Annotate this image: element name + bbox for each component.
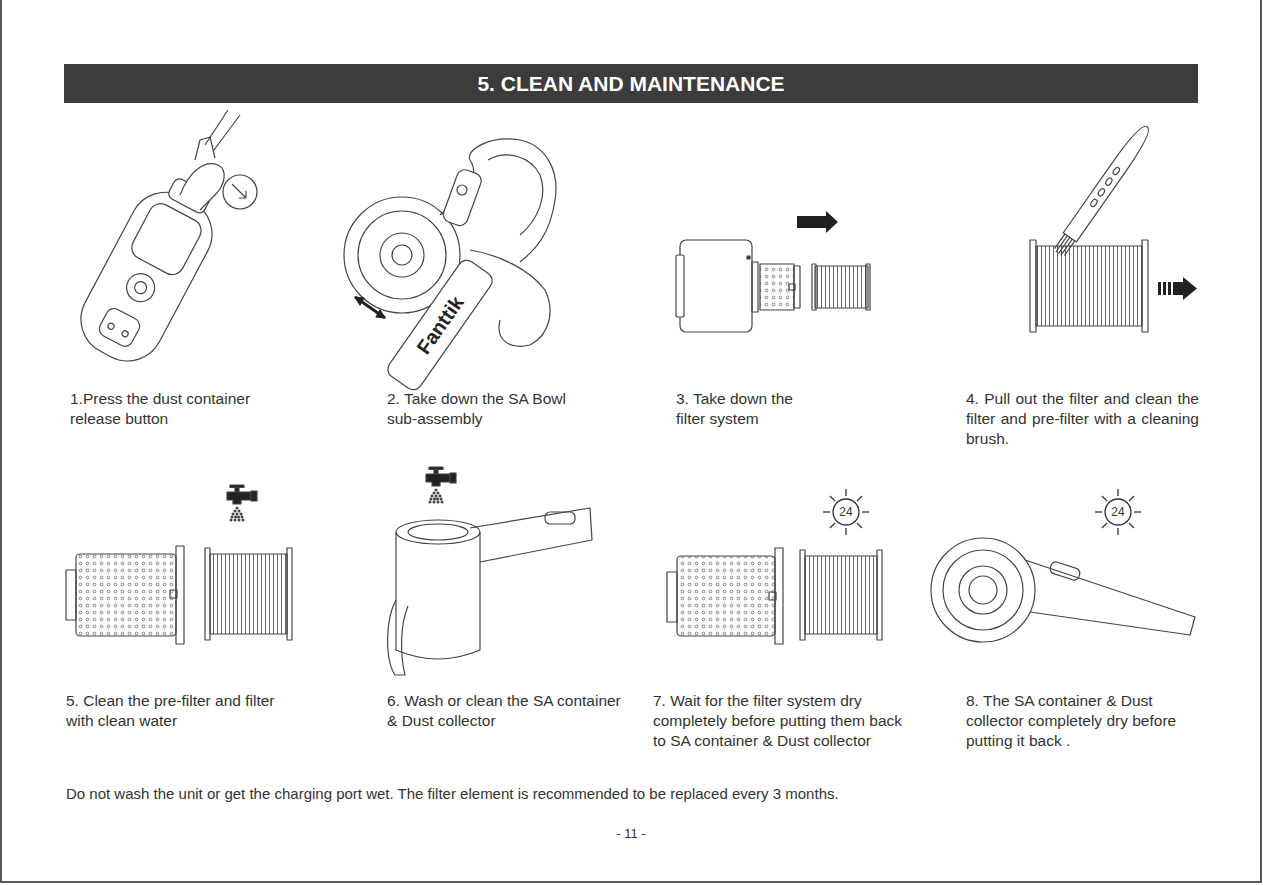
step-caption: 4. Pull out the filter and clean the fil… bbox=[966, 389, 1199, 449]
timer-number: 24 bbox=[832, 505, 860, 519]
step-caption: 6. Wash or clean the SA container & Dust… bbox=[387, 691, 632, 731]
title-bar: 5. CLEAN AND MAINTENANCE bbox=[64, 64, 1198, 103]
step-caption: 8. The SA container & Dust collector com… bbox=[966, 691, 1206, 751]
page-number: - 11 - bbox=[581, 826, 681, 843]
section-title: 5. CLEAN AND MAINTENANCE bbox=[477, 72, 784, 96]
step-caption: 1.Press the dust container release butto… bbox=[70, 389, 300, 429]
step-caption: 3. Take down the filter system bbox=[676, 389, 826, 429]
step-caption: 7. Wait for the filter system dry comple… bbox=[653, 691, 903, 751]
step-caption: 5. Clean the pre-filter and filter with … bbox=[66, 691, 286, 731]
timer-number: 24 bbox=[1104, 505, 1132, 519]
footer-note: Do not wash the unit or get the charging… bbox=[66, 784, 1206, 804]
step-caption: 2. Take down the SA Bowl sub-assembly bbox=[387, 389, 567, 429]
